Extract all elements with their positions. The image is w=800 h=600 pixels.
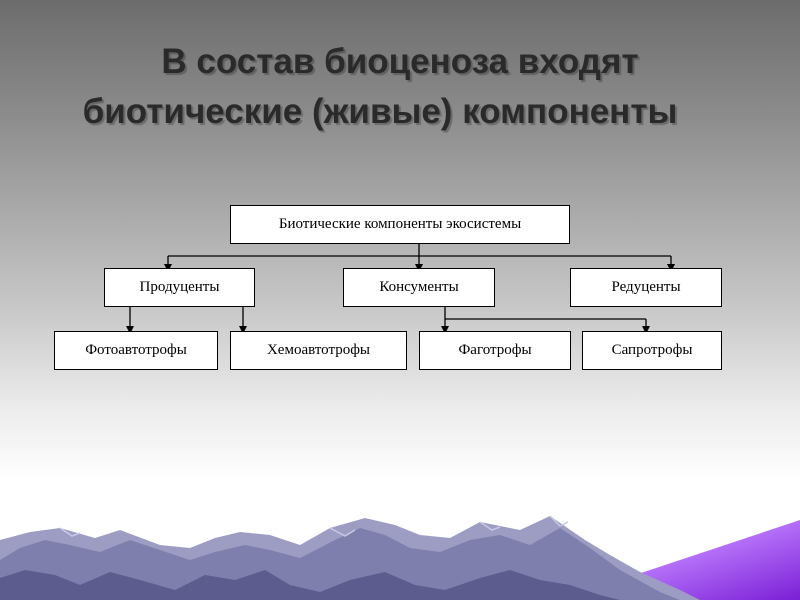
slide-title-line-1: В состав биоценоза входят [161,42,639,81]
node-decomposers: Редуценты [570,268,722,307]
node-chemoautotrophs: Хемоавтотрофы [230,331,407,370]
node-phagotrophs: Фаготрофы [419,331,571,370]
node-photoautotrophs: Фотоавтотрофы [54,331,218,370]
node-producers: Продуценты [104,268,255,307]
node-root: Биотические компоненты экосистемы [230,205,570,244]
slide-title-line-2: биотические (живые) компоненты [82,92,678,131]
node-saprotrophs: Сапротрофы [582,331,722,370]
node-consumers: Консументы [343,268,495,307]
